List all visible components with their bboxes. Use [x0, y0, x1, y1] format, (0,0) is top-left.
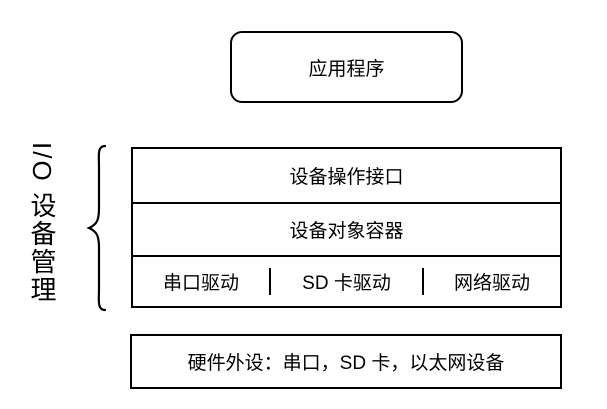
application-box: 应用程序: [230, 31, 463, 103]
driver-cell-serial: 串口驱动: [133, 268, 271, 295]
driver-label: 网络驱动: [453, 273, 530, 294]
driver-label: SD 卡驱动: [302, 273, 391, 294]
layer-label: 设备操作接口: [289, 167, 404, 188]
driver-layer: 串口驱动 SD 卡驱动 网络驱动: [133, 257, 560, 306]
left-brace-icon: [86, 144, 107, 312]
layer-device-object-container: 设备对象容器: [133, 204, 560, 257]
layer-device-operation-interface: 设备操作接口: [133, 149, 560, 204]
layer-label: 设备对象容器: [289, 221, 404, 242]
device-management-stack: 设备操作接口 设备对象容器 串口驱动 SD 卡驱动 网络驱动: [131, 147, 562, 308]
application-label: 应用程序: [308, 58, 385, 80]
hardware-label: 硬件外设：串口，SD 卡，以太网设备: [187, 353, 505, 374]
driver-cell-sdcard: SD 卡驱动: [271, 268, 424, 295]
io-device-management-label: I/O 设备管理: [27, 142, 57, 304]
driver-label: 串口驱动: [162, 273, 239, 294]
driver-cell-network: 网络驱动: [424, 268, 560, 295]
hardware-peripherals-box: 硬件外设：串口，SD 卡，以太网设备: [130, 334, 562, 389]
